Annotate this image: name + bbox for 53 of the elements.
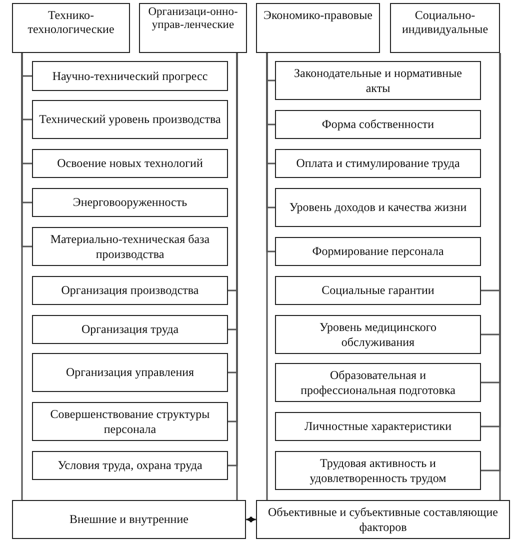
node-label: Научно-технический прогресс [52,68,208,84]
node-label: Уровень доходов и качества жизни [289,200,467,215]
node-label: Материально-техническая база производства [49,232,211,261]
factor-box [32,188,228,217]
factor-box [32,100,228,139]
factor-box [32,149,228,178]
factor-box [275,315,481,354]
node-label: Технический уровень производства [39,112,221,127]
node-label: Личностные характеристики [304,419,452,434]
node-label: Трудовая активность и удовлетворенность трудом [308,456,448,485]
node-label: Экономико-правовые [264,8,372,22]
factor-box [32,353,228,392]
node-label: Оплата и стимулирование труда [296,156,460,171]
factor-box [275,61,481,100]
node-label: Форма собственности [322,117,434,132]
category-header-box [12,3,130,53]
node-label: Внешние и внутренние [70,512,188,527]
factor-box [275,110,481,139]
node-label: Законодательные и нормативные акты [293,66,463,95]
node-label: Совершенствование структуры персонала [49,407,211,436]
factor-box [275,363,481,402]
node-label: Энерговооруженность [72,195,188,210]
factor-box [275,412,481,441]
category-header-box [256,3,380,53]
node-label: Организация производства [61,283,199,298]
category-header-box [139,3,247,53]
summary-box [256,500,510,539]
factor-box [32,227,228,266]
node-label: Образовательная и профессиональная подготовка [300,368,456,397]
node-label: Условия труда, охрана труда [58,458,202,473]
factor-box [32,315,228,344]
factor-box [32,276,228,305]
factor-box [32,451,228,480]
factor-box [275,149,481,178]
category-header-box [390,3,500,53]
summary-box [12,500,246,539]
node-label: Социальные гарантии [322,283,434,298]
node-label: Технико-технологические [26,8,116,37]
factor-box [32,61,228,91]
arrow [246,516,256,522]
node-label: Освоение новых технологий [57,156,203,171]
node-label: Уровень медицинского обслуживания [318,320,438,349]
factor-box [275,276,481,305]
node-label: Социально-индивидуальные [400,8,490,37]
factor-box [275,237,481,266]
node-label: Организация труда [81,322,179,337]
node-label: Объективные и субъективные составляющие факторов [266,505,500,534]
node-label: Организация управления [66,365,194,380]
node-label: Организаци-онно-управ-ленческие [147,6,239,32]
node-label: Формирование персонала [312,244,444,259]
factor-box [32,402,228,441]
factor-box [275,188,481,227]
factor-box [275,451,481,490]
